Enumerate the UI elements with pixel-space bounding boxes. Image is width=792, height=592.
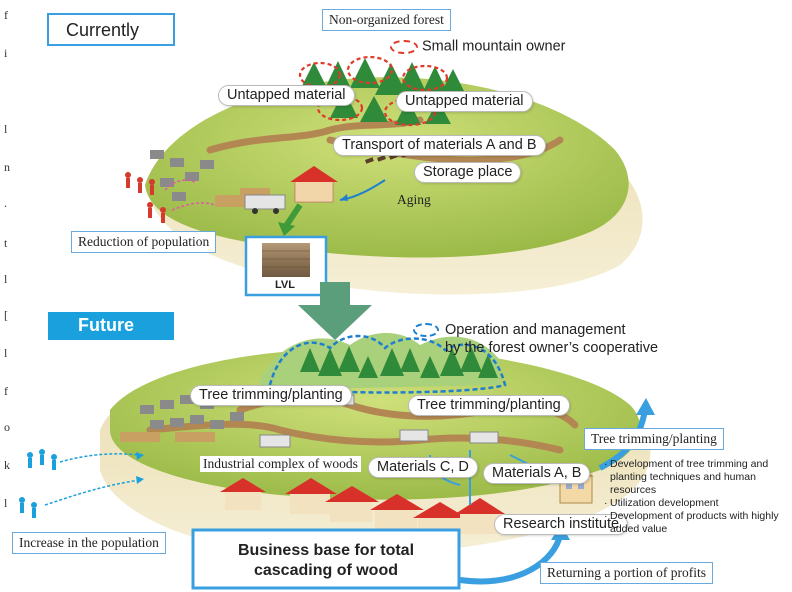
currently-box [47, 13, 175, 46]
aging-label: Aging [397, 192, 431, 207]
tree-trimming-right: Tree trimming/planting [584, 428, 724, 450]
increase-in-population-label: Increase in the population [12, 532, 166, 554]
transport-label: Transport of materials A and B [333, 135, 546, 156]
lvl-label: LVL [275, 279, 295, 291]
wood-industry-complex [220, 478, 505, 538]
lvl-product [262, 243, 310, 277]
current-island [125, 55, 643, 297]
future-forest [300, 346, 498, 378]
tree-trimming-left: Tree trimming/planting [190, 385, 352, 406]
cooperative-legend: Operation and management by the forest o… [413, 321, 658, 357]
business-base-label: Business base for total cascading of woo… [237, 542, 415, 579]
margin-letter: l [4, 346, 8, 360]
future-box [48, 312, 174, 340]
untapped-material-right: Untapped material [396, 91, 533, 112]
margin-letter: f [4, 384, 8, 398]
margin-letter: i [4, 46, 8, 60]
margin-letter: l [4, 272, 8, 286]
margin-letter: l [4, 122, 8, 136]
margin-letter: k [4, 458, 10, 472]
operation-line-2: by the forest owner’s cooperative [445, 340, 659, 356]
small-owner-label: Small mountain owner [422, 38, 566, 55]
development-point-1: Development of tree trimming and plantin… [604, 458, 792, 497]
untapped-material-left: Untapped material [218, 85, 355, 106]
margin-letter: o [4, 420, 10, 434]
non-organized-forest-label: Non-organized forest [322, 9, 451, 31]
people-arriving [19, 449, 57, 518]
development-points: Development of tree trimming and plantin… [604, 458, 792, 536]
margin-letter: n [4, 160, 10, 174]
development-point-2: Utilization development [604, 497, 792, 510]
development-point-3: Development of products with highly adde… [604, 510, 792, 536]
storage-building [290, 166, 338, 203]
margin-letter: f [4, 8, 8, 22]
materials-ab-label: Materials A, B [483, 463, 591, 484]
margin-letter: . [4, 196, 7, 210]
current-truck [244, 194, 286, 214]
reduction-of-population-label: Reduction of population [71, 231, 217, 253]
transition-arrow [298, 282, 372, 340]
research-institute-label: Research institute [494, 514, 629, 535]
industrial-complex-label: Industrial complex of woods [200, 456, 361, 472]
margin-letter: l [4, 496, 8, 510]
margin-letter: t [4, 236, 8, 250]
people-leaving [125, 172, 166, 223]
dashed-blue-legend-icon [413, 323, 439, 337]
dashed-red-legend-icon [390, 39, 418, 54]
operation-line-1: Operation and management [445, 322, 626, 338]
cooperative-outline [268, 334, 507, 394]
currently-label: Currently [66, 20, 140, 40]
materials-cd-label: Materials C, D [368, 457, 478, 478]
future-label: Future [78, 315, 134, 335]
business-base-box [191, 528, 461, 590]
returning-profits-label: Returning a portion of profits [540, 562, 713, 584]
margin-letter: [ [4, 308, 8, 322]
small-owner-legend: Small mountain owner [390, 38, 565, 56]
storage-place-label: Storage place [414, 162, 522, 183]
tree-trimming-center: Tree trimming/planting [408, 395, 570, 416]
